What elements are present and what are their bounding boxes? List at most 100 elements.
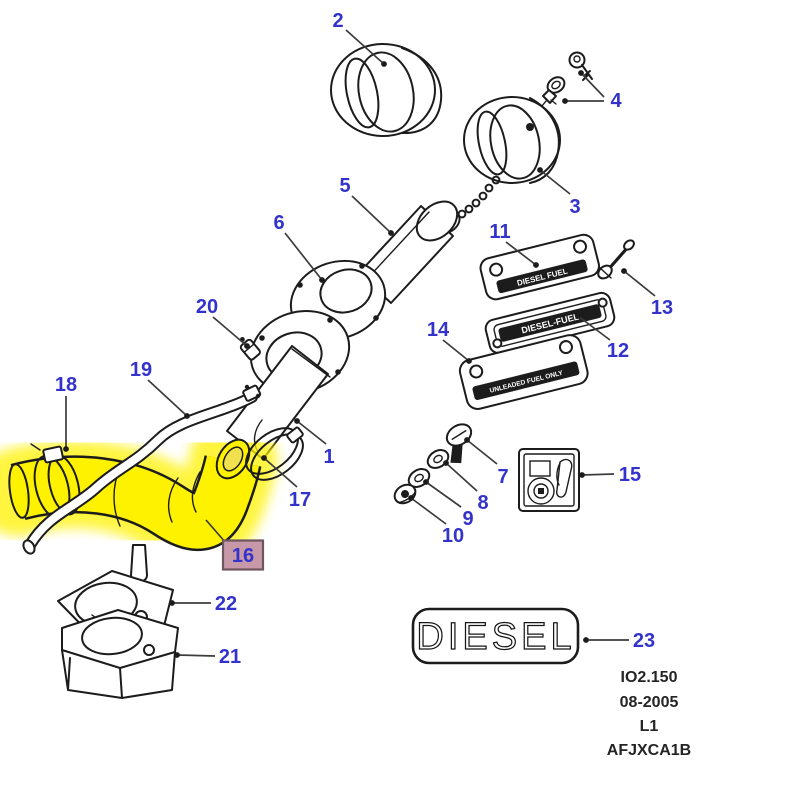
callout-2-number[interactable]: 2 — [332, 10, 343, 32]
callout-23-dot — [583, 637, 589, 643]
callout-3[interactable]: 3 — [537, 167, 581, 218]
callout-19-number[interactable]: 19 — [130, 359, 152, 381]
part-21-grommet — [61, 609, 179, 699]
footer-line-2: 08-2005 — [620, 694, 679, 711]
callout-8-leader — [445, 462, 478, 492]
callout-5-leader — [351, 195, 392, 234]
part-2-fuel-cap — [330, 43, 443, 137]
callout-20-dot — [244, 343, 250, 349]
callout-16-number[interactable]: 16 — [232, 545, 254, 567]
callout-10-number[interactable]: 10 — [442, 525, 464, 547]
callout-21-dot — [174, 652, 180, 658]
callout-20-leader — [212, 316, 248, 347]
callout-23[interactable]: 23 — [583, 630, 655, 652]
callout-4-dot — [578, 70, 584, 76]
callout-6[interactable]: 6 — [273, 212, 325, 283]
callout-1[interactable]: 1 — [294, 418, 335, 468]
callout-15-number[interactable]: 15 — [619, 464, 641, 486]
part-14-placard: UNLEADED FUEL ONLY — [458, 334, 589, 410]
part-12-placard: DIESEL-FUEL — [484, 291, 616, 355]
callout-8-number[interactable]: 8 — [477, 492, 488, 514]
part-4-lock-and-key — [541, 51, 593, 107]
callout-5-dot — [388, 230, 394, 236]
callout-4-number[interactable]: 4 — [610, 90, 622, 112]
callout-14-dot — [466, 358, 472, 364]
callout-17-number[interactable]: 17 — [289, 489, 311, 511]
callout-13-number[interactable]: 13 — [651, 297, 673, 319]
callout-7[interactable]: 7 — [464, 437, 509, 488]
callout-10-dot — [408, 495, 414, 501]
callout-3-leader — [539, 169, 571, 195]
callout-23-number[interactable]: 23 — [633, 630, 655, 652]
callout-12-leader — [577, 315, 611, 341]
callout-9-number[interactable]: 9 — [462, 508, 473, 530]
callout-5[interactable]: 5 — [339, 175, 394, 236]
callout-22[interactable]: 22 — [169, 593, 237, 615]
callout-16-leader — [205, 519, 227, 544]
callout-12-number[interactable]: 12 — [607, 340, 629, 362]
callout-22-dot — [169, 600, 175, 606]
callout-3-dot — [537, 167, 543, 173]
footer-line-1: IO2.150 — [621, 669, 678, 686]
footer-line-3: L1 — [640, 718, 659, 735]
callout-4-dot — [562, 98, 568, 104]
callout-14-leader — [442, 339, 470, 362]
callout-7-dot — [464, 437, 470, 443]
callout-11-leader — [505, 241, 537, 266]
callout-20[interactable]: 20 — [196, 296, 250, 349]
callout-6-dot — [319, 277, 325, 283]
callout-13-leader — [623, 270, 656, 297]
callout-18-number[interactable]: 18 — [55, 374, 77, 396]
callout-15-dot — [579, 472, 585, 478]
callout-15[interactable]: 15 — [579, 464, 641, 486]
callout-7-number[interactable]: 7 — [497, 466, 508, 488]
diesel-label-text: DIESEL — [416, 616, 575, 658]
callout-17[interactable]: 17 — [261, 455, 311, 511]
callout-21-number[interactable]: 21 — [219, 646, 241, 668]
callout-14-number[interactable]: 14 — [427, 319, 450, 341]
callout-11-dot — [533, 262, 539, 268]
callout-16[interactable]: 16 — [205, 519, 265, 571]
part-23-diesel-label: DIESEL — [411, 607, 580, 665]
callout-17-dot — [261, 455, 267, 461]
callout-19-leader — [147, 379, 188, 417]
callout-22-number[interactable]: 22 — [215, 593, 237, 615]
callout-5-number[interactable]: 5 — [339, 175, 350, 197]
callout-12[interactable]: 12 — [575, 313, 629, 362]
callout-11-number[interactable]: 11 — [489, 221, 510, 243]
callout-7-leader — [466, 439, 498, 465]
callout-6-leader — [284, 232, 323, 281]
callout-9-dot — [423, 479, 429, 485]
callout-1-number[interactable]: 1 — [323, 446, 334, 468]
callout-20-number[interactable]: 20 — [196, 296, 218, 318]
callout-11[interactable]: 11 — [489, 221, 539, 268]
callout-14[interactable]: 14 — [427, 319, 472, 364]
callout-19[interactable]: 19 — [130, 359, 190, 419]
callout-10[interactable]: 10 — [408, 495, 464, 547]
part-3-locking-fuel-cap — [463, 96, 561, 184]
footer-line-4: AFJXCA1B — [607, 742, 691, 759]
part-16-hose-highlighted[interactable] — [0, 417, 277, 566]
part-5-filler-neck — [358, 200, 459, 304]
part-18-hose-clamp — [30, 443, 81, 520]
callout-16-highlight-box — [221, 539, 265, 571]
callout-19-dot — [184, 413, 190, 419]
callout-12-dot — [575, 313, 581, 319]
part-19-breather-pipe — [22, 384, 262, 555]
part-8-washer — [426, 449, 450, 469]
footer-reference-block: IO2.150 08-2005 L1 AFJXCA1B — [607, 669, 691, 759]
callout-10-leader — [410, 497, 447, 525]
callout-3-number[interactable]: 3 — [569, 196, 580, 218]
part-17-hose-clamp — [245, 426, 304, 481]
callout-9[interactable]: 9 — [423, 479, 474, 530]
callout-13-dot — [621, 268, 627, 274]
callout-4[interactable]: 4 — [562, 70, 622, 112]
callout-21[interactable]: 21 — [174, 646, 241, 668]
callout-8[interactable]: 8 — [443, 460, 489, 514]
callout-13[interactable]: 13 — [621, 268, 673, 319]
callout-6-number[interactable]: 6 — [273, 212, 284, 234]
callout-2[interactable]: 2 — [332, 10, 387, 67]
callout-18[interactable]: 18 — [55, 374, 77, 452]
